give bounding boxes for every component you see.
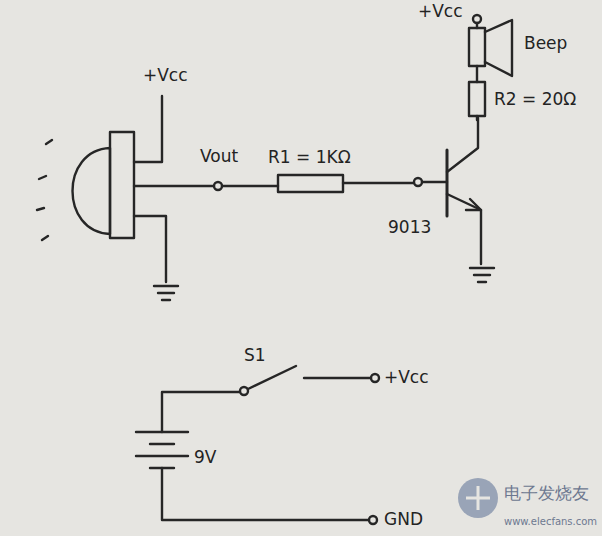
sensor-body xyxy=(110,132,134,238)
ground-symbol xyxy=(470,268,494,282)
emitter xyxy=(447,194,481,264)
terminal xyxy=(369,516,377,524)
switch-arm xyxy=(248,366,296,389)
gnd-wire xyxy=(134,216,166,282)
vout-wire xyxy=(134,185,214,187)
supply-label: +Vcc xyxy=(384,368,429,387)
wire xyxy=(304,377,371,379)
terminal xyxy=(371,374,379,382)
wire xyxy=(476,66,478,82)
part-number: 9013 xyxy=(388,218,431,237)
resistor-symbol xyxy=(469,82,485,116)
resistor-label: R1 = 1KΩ xyxy=(268,148,351,167)
wire xyxy=(222,185,278,187)
buzzer-label: Beep xyxy=(524,34,567,53)
vcc-wire xyxy=(134,96,162,162)
wire xyxy=(162,392,240,432)
switch-label: S1 xyxy=(244,346,266,365)
supply-label: +Vcc xyxy=(418,2,463,21)
battery-symbol xyxy=(136,432,188,468)
watermark: 电子发烧友 xyxy=(504,484,589,503)
speaker-horn xyxy=(485,20,512,76)
wire xyxy=(343,182,414,184)
wire xyxy=(476,116,478,120)
switch-contact xyxy=(240,387,248,395)
supply-label: +Vcc xyxy=(143,66,188,85)
signal-name: Vout xyxy=(200,147,238,166)
battery-label: 9V xyxy=(194,448,216,467)
collector xyxy=(447,118,478,172)
watermark: www.elecfans.com xyxy=(504,516,597,527)
sensor-dome xyxy=(73,148,111,234)
resistor-label: R2 = 20Ω xyxy=(494,90,576,109)
resistor-symbol xyxy=(278,175,343,192)
transistor-base-bar xyxy=(446,150,449,216)
emitter-arrow xyxy=(466,199,481,210)
ground-label: GND xyxy=(384,510,423,529)
speaker-symbol xyxy=(469,28,485,66)
wire xyxy=(162,468,369,520)
ir-rays xyxy=(37,140,52,240)
base-wire xyxy=(422,181,447,183)
ground-symbol xyxy=(154,286,178,300)
watermark-logo xyxy=(458,478,498,518)
